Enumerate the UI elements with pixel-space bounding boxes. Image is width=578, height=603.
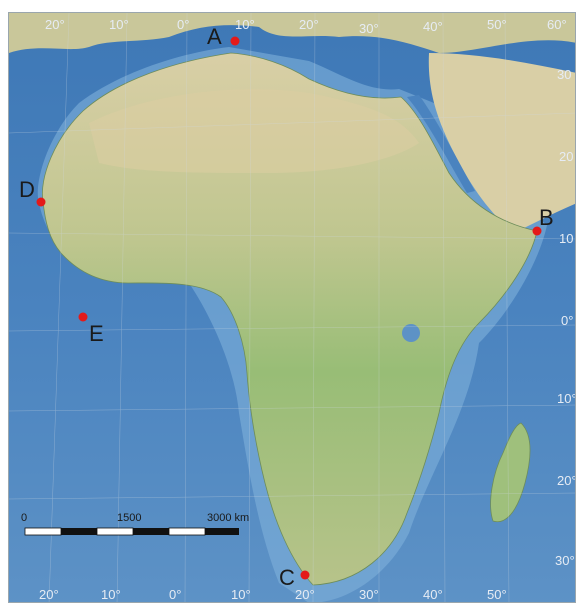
point-C: C	[279, 565, 310, 590]
madagascar-land	[490, 422, 531, 523]
lon-label-bottom: 50°	[487, 587, 507, 602]
point-marker	[300, 570, 310, 580]
point-marker	[230, 36, 240, 46]
map-frame: 20° 10° 0° 10° 20° 30° 40° 50° 60° 30 20…	[8, 12, 576, 603]
lat-label-right: 10°	[557, 391, 576, 406]
lon-label-top: 40°	[423, 19, 443, 34]
lon-label-top: 10°	[235, 17, 255, 32]
sahara-region	[89, 89, 419, 173]
lat-label-right: 0°	[561, 313, 573, 328]
point-label: A	[207, 24, 222, 49]
scale-bar: 0 1500 3000 km	[21, 512, 249, 536]
lon-label-bottom: 40°	[423, 587, 443, 602]
lon-label-bottom: 10°	[101, 587, 121, 602]
point-label: B	[539, 205, 554, 230]
lat-label-right: 20°	[557, 473, 576, 488]
scale-label-start: 0	[21, 512, 27, 524]
lon-label-top: 20°	[299, 17, 319, 32]
lon-label-bottom: 30°	[359, 587, 379, 602]
lon-label-bottom: 10°	[231, 587, 251, 602]
point-label: E	[89, 321, 104, 346]
lon-label-bottom: 20°	[39, 587, 59, 602]
point-E: E	[78, 312, 104, 346]
lat-label-right: 30	[557, 67, 571, 82]
red-sea	[407, 95, 475, 193]
point-A: A	[207, 24, 240, 49]
lon-label-top: 0°	[177, 17, 189, 32]
lon-label-top: 50°	[487, 17, 507, 32]
scale-label-end: 3000 km	[207, 512, 249, 524]
longitude-labels-bottom: 20° 10° 0° 10° 20° 30° 40° 50°	[39, 587, 507, 602]
lon-label-top: 20°	[45, 17, 65, 32]
lon-label-top: 60°	[547, 17, 567, 32]
longitude-labels-top: 20° 10° 0° 10° 20° 30° 40° 50° 60°	[45, 17, 567, 36]
scale-label-mid: 1500	[117, 512, 141, 524]
point-label: D	[19, 177, 35, 202]
lat-label-right: 20	[559, 149, 573, 164]
lake-victoria	[402, 324, 420, 342]
europe-land	[9, 13, 575, 53]
africa-relief-map: 20° 10° 0° 10° 20° 30° 40° 50° 60° 30 20…	[9, 13, 576, 602]
lat-label-right: 10	[559, 231, 573, 246]
lon-label-bottom: 20°	[295, 587, 315, 602]
lon-label-top: 30°	[359, 21, 379, 36]
graticule	[9, 13, 575, 602]
lon-label-bottom: 0°	[169, 587, 181, 602]
lon-label-top: 10°	[109, 17, 129, 32]
point-label: C	[279, 565, 295, 590]
africa-land	[41, 52, 538, 586]
point-D: D	[19, 177, 46, 207]
lat-label-right: 30°	[555, 553, 575, 568]
point-marker	[36, 197, 46, 207]
arabia-land	[428, 53, 575, 233]
point-marker	[532, 226, 542, 236]
point-marker	[78, 312, 88, 322]
latitude-labels-right: 30 20 10 0° 10° 20° 30°	[555, 67, 576, 568]
point-B: B	[532, 205, 554, 236]
